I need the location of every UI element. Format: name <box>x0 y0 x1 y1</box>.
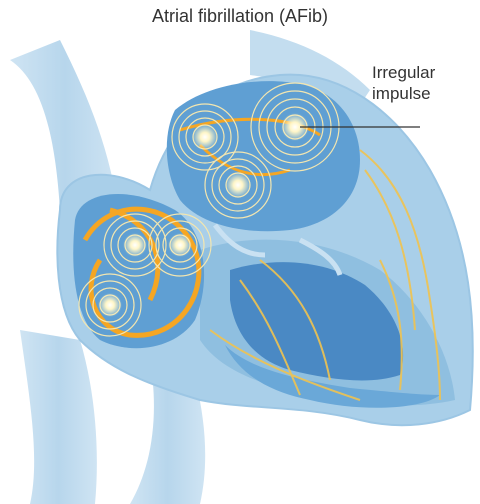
irregular-impulse-callout: Irregular impulse <box>372 62 435 104</box>
inferior-vessel <box>20 330 97 504</box>
callout-line-1: Irregular <box>372 62 435 83</box>
callout-line-2: impulse <box>372 83 435 104</box>
right-atrium <box>167 81 360 231</box>
